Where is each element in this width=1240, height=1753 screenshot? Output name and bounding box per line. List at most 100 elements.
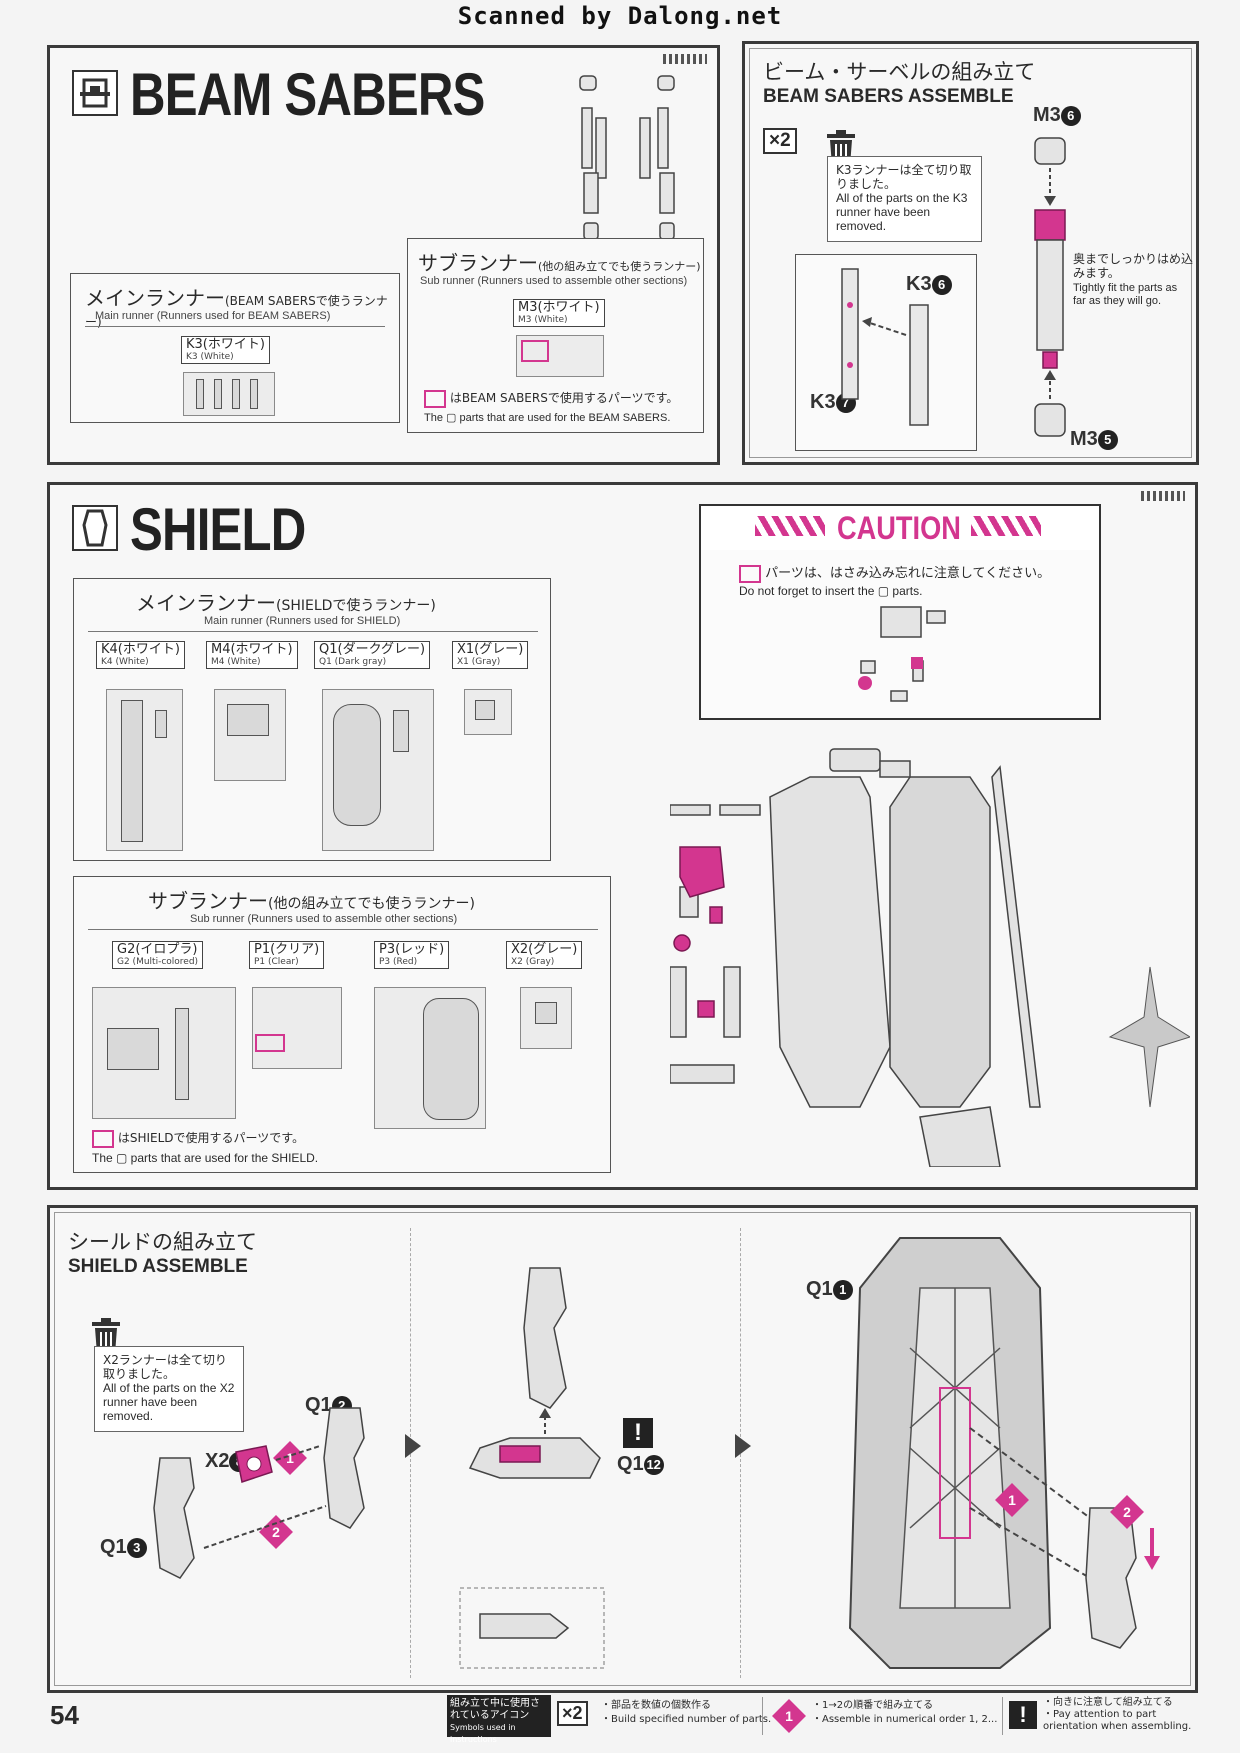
shield-sub-runner-subtitle: Sub runner (Runners used to assemble oth…: [190, 913, 458, 925]
shield-sub-runner-note-jp: はSHIELDで使用するパーツです。: [117, 1131, 305, 1145]
sprue-part: [250, 379, 258, 409]
runner-label-p3: P3(レッド)P3 (Red): [374, 941, 450, 969]
caution-header: CAUTION: [701, 506, 1099, 550]
legend-divider: [762, 1697, 763, 1735]
runner-label-m4: M4(ホワイト)M4 (White): [206, 641, 298, 669]
scan-credit: Scanned by Dalong.net: [457, 2, 783, 30]
runner-x1-sprue: [464, 689, 512, 735]
legend-order-text: ・1→2の順番で組み立てる ・Assemble in numerical ord…: [812, 1700, 998, 1725]
shield-main-runner-box: メインランナー(SHIELDで使うランナー) Main runner (Runn…: [73, 578, 551, 861]
sub-runner-title: サブランナー: [418, 251, 538, 275]
panel-inner-border: [749, 48, 1192, 458]
shield-sub-runner-box: サブランナー(他の組み立てでも使うランナー) Sub runner (Runne…: [73, 876, 611, 1173]
runner-label-q1: Q1(ダークグレー)Q1 (Dark gray): [314, 641, 431, 669]
beam-assemble-title-en: BEAM SABERS ASSEMBLE: [763, 86, 1014, 107]
runner-x2-sprue: [520, 987, 572, 1049]
beam-saber-parts-illustration: [579, 75, 675, 240]
trash-callout: K3ランナーは全て切り取りました。 All of the parts on th…: [827, 156, 982, 242]
caution-text-jp: パーツは、はさみ込み忘れに注意してください。: [765, 566, 1051, 581]
shield-main-runner-note: (SHIELDで使うランナー): [276, 598, 436, 614]
shield-final-illustration: [848, 1237, 1160, 1669]
sprue-part: [214, 379, 222, 409]
runner-label-m3: M3(ホワイト) M3 (White): [513, 299, 605, 327]
sprue-part: [232, 379, 240, 409]
runner-g2-sprue: [92, 987, 236, 1119]
next-step-arrow: [405, 1434, 421, 1458]
sprue-part: [107, 1028, 159, 1070]
panel-stripes: [1141, 491, 1185, 501]
beam-sabers-panel: BEAM SABERS メインランナー(BEAM SABERSで使うランナー) …: [47, 45, 720, 465]
sub-runner-title-note: (他の組み立てでも使うランナー): [538, 260, 701, 273]
runner-k3-sprue: [183, 372, 275, 416]
pink-box-marker: [739, 564, 761, 583]
legend-warning-icon: !: [1009, 1701, 1037, 1729]
caution-stripes-right: [971, 516, 1041, 536]
sub-runner-subtitle: Sub runner (Runners used to assemble oth…: [420, 275, 688, 287]
runner-m4-sprue: [214, 689, 286, 781]
runner-label-p1: P1(クリア)P1 (Clear): [249, 941, 325, 969]
shield-sub-runner-title: サブランナー: [148, 889, 268, 913]
divider: [88, 631, 538, 632]
multiplier-badge: ×2: [763, 128, 797, 154]
beam-saber-section-icon: [72, 70, 118, 116]
runner-label-g2: G2(イロプラ)G2 (Multi-colored): [112, 941, 204, 969]
main-runner-subtitle: Main runner (Runners used for BEAM SABER…: [95, 310, 331, 322]
legend-warning-text: ・向きに注意して組み立てる ・Pay attention to part ori…: [1043, 1697, 1192, 1732]
sprue-part: [175, 1008, 189, 1100]
main-runner-title-note: (BEAM SABERSで使うランナー): [85, 294, 388, 329]
highlight-box: [521, 340, 549, 362]
sprue-part: [155, 710, 167, 738]
beam-assemble-panel: ビーム・サーベルの組み立て BEAM SABERS ASSEMBLE ×2 K3…: [742, 41, 1199, 465]
legend-multiplier-text: ・部品を数値の個数作る ・Build specified number of p…: [601, 1700, 772, 1725]
sub-runner-box: サブランナー(他の組み立てでも使うランナー) Sub runner (Runne…: [407, 238, 704, 433]
runner-label-x2: X2(グレー)X2 (Gray): [506, 941, 583, 969]
runner-label-k3: K3(ホワイト) K3 (White): [181, 336, 270, 364]
sprue-part: [196, 379, 204, 409]
beam-assemble-title-jp: ビーム・サーベルの組み立て: [763, 60, 1036, 84]
main-runner-box: メインランナー(BEAM SABERSで使うランナー) Main runner …: [70, 273, 400, 423]
legend-step-icon: 1: [772, 1699, 806, 1733]
sprue-part: [333, 704, 381, 826]
divider: [85, 326, 385, 327]
shield-sub-runner-note: (他の組み立てでも使うランナー): [268, 896, 475, 912]
legend-divider: [1002, 1697, 1003, 1735]
pink-box-marker: [424, 389, 446, 408]
shield-assemble-title-jp: シールドの組み立て: [68, 1230, 257, 1254]
runner-k4-sprue: [106, 689, 183, 851]
shield-main-runner-title: メインランナー: [136, 591, 276, 615]
k3-parts-illustration: [841, 268, 929, 426]
shield-sub-runner-note-en: The ▢ parts that are used for the SHIELD…: [92, 1151, 319, 1165]
caution-text-en: Do not forget to insert the ▢ parts.: [739, 584, 923, 598]
sprue-part: [423, 998, 479, 1120]
caution-title: CAUTION: [837, 510, 961, 546]
sprue-part: [475, 700, 495, 720]
highlight-box: [255, 1034, 285, 1052]
legend-title: 組み立て中に使用されているアイコン Symbols used in instru…: [447, 1695, 551, 1744]
saber-assembly-illustration: [1034, 137, 1066, 437]
icon-legend: 組み立て中に使用されているアイコン Symbols used in instru…: [447, 1695, 1198, 1744]
sprue-part: [535, 1002, 557, 1024]
runner-p1-sprue: [252, 987, 342, 1069]
shield-assemble-title-en: SHIELD ASSEMBLE: [68, 1256, 248, 1277]
runner-label-x1: X1(グレー)X1 (Gray): [452, 641, 529, 669]
step-1-marker: 1: [995, 1483, 1029, 1517]
shield-title: SHIELD: [130, 496, 306, 563]
caution-parts-illustration: [858, 606, 946, 702]
divider: [88, 929, 598, 930]
shield-main-runner-subtitle: Main runner (Runners used for SHIELD): [204, 615, 401, 627]
sub-runner-note-en: The ▢ parts that are used for the BEAM S…: [424, 412, 671, 424]
runner-label-k4: K4(ホワイト)K4 (White): [96, 641, 185, 669]
sub-runner-note-jp: はBEAM SABERSで使用するパーツです。: [449, 391, 679, 405]
pink-box-marker: [92, 1129, 114, 1148]
grip-assembly-illustration: [153, 1407, 365, 1579]
step-2-marker: 2: [1110, 1495, 1144, 1529]
orientation-warning-icon: !: [623, 1418, 653, 1448]
runner-p3-sprue: [374, 987, 486, 1129]
